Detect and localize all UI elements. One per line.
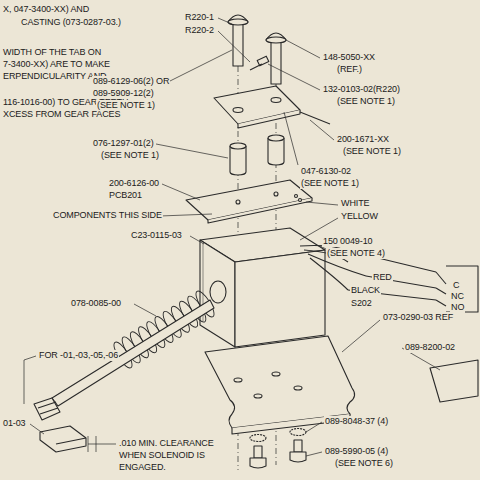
callout-label: R220-2 — [184, 25, 215, 36]
callout-label: 01-03 — [2, 418, 27, 429]
bracket — [40, 426, 86, 452]
callout-label: 078-0085-00 — [70, 298, 122, 309]
callout-label: (REF.) — [336, 64, 363, 75]
callout-label: (SEE NOTE 1) — [100, 150, 160, 161]
spacer — [230, 135, 284, 175]
terminal-plate — [214, 86, 330, 128]
callout-label: (SEE NOTE 1) — [300, 178, 360, 189]
callout-label: YELLOW — [340, 211, 379, 222]
callout-label: (SEE NOTE 1) — [342, 146, 402, 157]
callout-label: 150 0049-10 — [322, 236, 373, 247]
callout-label: RED — [372, 272, 393, 283]
callout-label: 200-6126-00 — [108, 178, 160, 189]
callout-label: BLACK — [350, 285, 381, 296]
callout-label: PCB201 — [108, 190, 143, 201]
callout-label: 089-8200-02 — [404, 342, 456, 353]
callout-label: (SEE NOTE 1) — [336, 96, 396, 107]
callout-label: NC — [450, 291, 465, 302]
callout-label: 200-1671-XX — [336, 134, 390, 145]
callout-label: ENGAGED. — [118, 462, 167, 473]
screw — [250, 440, 306, 468]
note-text: CASTING (073-0287-03.) — [20, 17, 122, 28]
callout-label: COMPONENTS THIS SIDE — [52, 210, 163, 221]
callout-label: 089-5990-05 (4) — [324, 446, 389, 457]
callout-label: 148-5050-XX — [322, 52, 376, 63]
callout-label: 089-5909-12(2) — [92, 88, 155, 99]
note-text: WIDTH OF THE TAB ON — [2, 47, 102, 58]
leader-line — [24, 18, 440, 456]
plunger — [34, 300, 214, 420]
callout-label: C23-0115-03 — [130, 230, 183, 241]
callout-label: R220-1 — [184, 12, 215, 23]
callout-label: 073-0290-03 REF — [382, 312, 454, 323]
callout-label: .010 MIN. CLEARANCE — [118, 438, 215, 449]
callout-label: WHEN SOLENOID IS — [118, 450, 206, 461]
callout-label: 132-0103-02(R220) — [322, 84, 401, 95]
lead-wire — [300, 246, 436, 301]
callout-label: C — [452, 280, 460, 291]
callout-label: 047-6130-02 — [300, 166, 352, 177]
resistor-lead — [250, 56, 269, 70]
switch-symbol — [436, 266, 478, 312]
callout-label: (SEE NOTE 1) — [96, 100, 156, 111]
callout-label: FOR -01,-03,-05,-06 — [38, 350, 119, 361]
callout-label: 076-1297-01(2) — [92, 138, 155, 149]
note-text: X, 047-3400-XX) AND — [2, 4, 90, 15]
tab — [430, 360, 478, 402]
circuit-board — [186, 180, 312, 223]
callout-label: 089-8048-37 (4) — [324, 416, 389, 427]
callout-label: S202 — [350, 298, 373, 309]
callout-label: 089-6129-06(2) OR — [92, 76, 170, 87]
note-text: 7-3400-XX) ARE TO MAKE — [2, 59, 111, 70]
callout-label: (SEE NOTE 4) — [326, 248, 386, 259]
callout-label: WHITE — [340, 198, 371, 209]
callout-label: (SEE NOTE 6) — [334, 458, 394, 469]
